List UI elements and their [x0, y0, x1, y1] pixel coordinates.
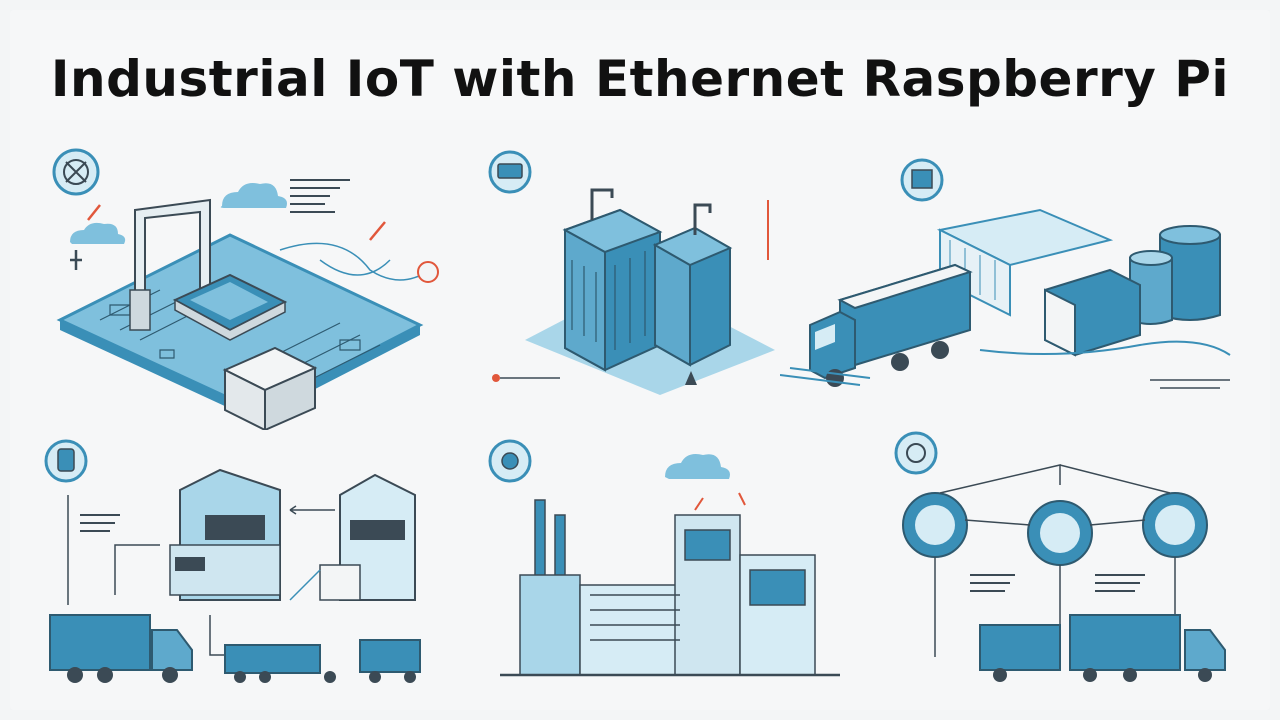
- title-strip: [40, 40, 1240, 120]
- panel-control-hubs-truck: [890, 425, 1250, 695]
- notes-callout: [290, 179, 350, 213]
- hub-center: [1027, 500, 1093, 566]
- cloud-icon: [665, 454, 730, 479]
- truck-small: [224, 639, 421, 683]
- panel-factory-skyline: [480, 425, 850, 695]
- panel-twin-towers-plant: [480, 140, 800, 400]
- signal-node-icon: [488, 439, 532, 483]
- signal-arrows: [70, 204, 386, 270]
- flag-markers: [492, 200, 769, 385]
- caption-lines: [80, 514, 120, 532]
- caption-lines: [970, 574, 1145, 592]
- sensor-node-icon: [417, 261, 439, 283]
- signal-arrows: [694, 492, 746, 511]
- warehouse-right: [319, 473, 416, 601]
- warehouse-left: [169, 468, 281, 601]
- delivery-truck: [979, 614, 1226, 682]
- caption-lines: [1150, 379, 1230, 389]
- hub-left: [902, 492, 968, 558]
- network-links: [934, 464, 1176, 657]
- gantry-crane: [129, 198, 211, 331]
- conveyor-line: [780, 340, 1231, 386]
- flow-arrows: [67, 495, 335, 656]
- gear-network-icon: [52, 148, 100, 196]
- cloud-icon: [70, 183, 287, 244]
- factory-complex: [500, 499, 840, 677]
- delivery-truck: [809, 263, 973, 387]
- warehouse-racks: [936, 208, 1114, 317]
- tower-right: [652, 203, 733, 367]
- tower-left: [562, 188, 663, 372]
- router-icon: [488, 150, 532, 194]
- panel-factory-circuit-board: [40, 140, 460, 430]
- truck-large: [49, 614, 193, 683]
- storage-tanks: [1129, 225, 1221, 325]
- panel-warehouses-trucks: [40, 425, 460, 695]
- panel-truck-warehouse: [780, 140, 1240, 410]
- cable-lines: [279, 242, 431, 281]
- gear-hub-icon: [894, 431, 938, 475]
- page-title: Industrial IoT with Ethernet Raspberry P…: [50, 50, 1230, 108]
- server-box: [222, 346, 318, 430]
- database-icon: [44, 439, 88, 483]
- central-chip: [172, 273, 288, 341]
- chip-icon: [900, 158, 944, 202]
- hub-right: [1142, 492, 1208, 558]
- container-shed: [1044, 268, 1141, 357]
